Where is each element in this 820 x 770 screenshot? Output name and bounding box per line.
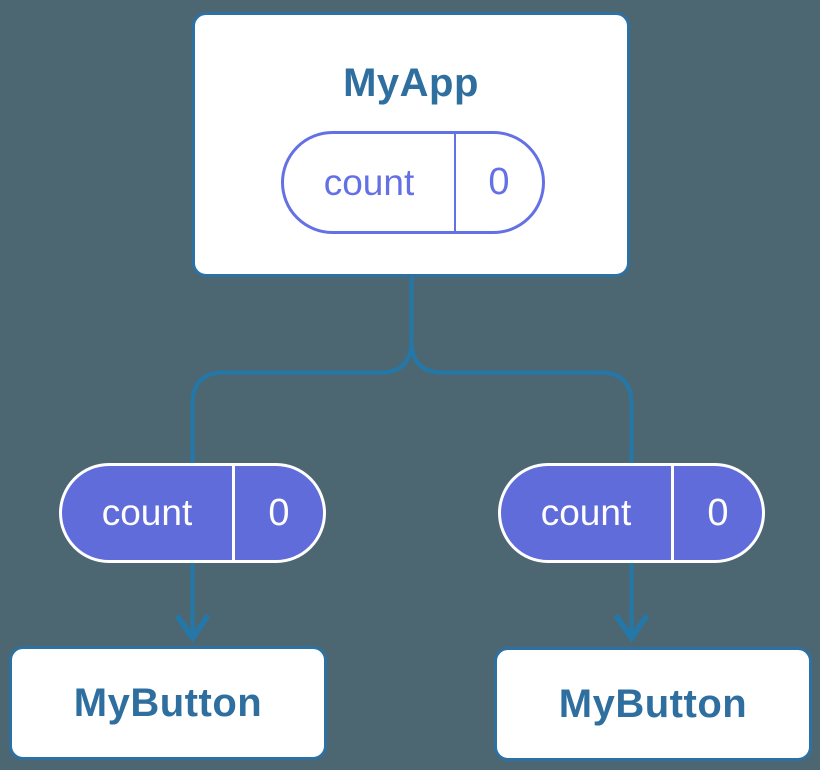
state-pill: count 0 xyxy=(281,131,545,234)
prop-pill-right-value: 0 xyxy=(707,491,729,534)
branch-right-line xyxy=(409,277,634,470)
state-pill-value: 0 xyxy=(488,161,510,203)
arrow-right-head-icon xyxy=(613,613,650,643)
child-component-card-right: MyButton xyxy=(494,647,812,761)
prop-pill-left-label: count xyxy=(62,466,235,560)
child-component-card-left: MyButton xyxy=(9,646,327,760)
root-component-card: MyApp count 0 xyxy=(192,12,630,277)
state-pill-label: count xyxy=(284,134,456,231)
child-component-title-left: MyButton xyxy=(73,681,263,725)
child-component-title-right: MyButton xyxy=(558,682,748,726)
prop-pill-right-label: count xyxy=(501,466,674,560)
branch-left-line xyxy=(190,277,414,470)
root-component-title: MyApp xyxy=(343,61,479,105)
arrow-left-head-icon xyxy=(174,613,211,643)
prop-pill-left-value: 0 xyxy=(268,491,290,534)
prop-pill-right: count 0 xyxy=(498,463,765,563)
prop-pill-left: count 0 xyxy=(59,463,326,563)
